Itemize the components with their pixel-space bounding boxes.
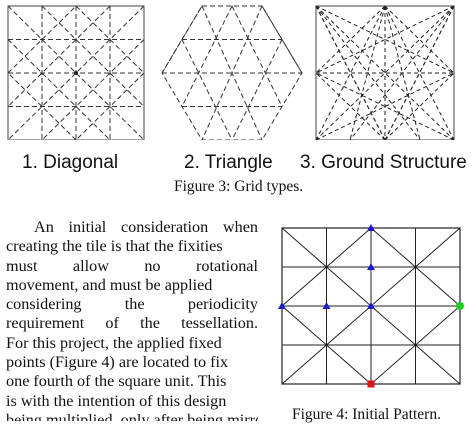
diagonal-grid-panel (7, 5, 145, 140)
body-paragraph: An initial consideration when creating t… (6, 218, 258, 421)
right-fixity-marker (456, 302, 464, 310)
text-line: must allow no rotational (6, 256, 258, 275)
text-line: requirement of the tessellation. (6, 314, 258, 333)
text-line: considering the periodicity (6, 295, 258, 314)
text-line-cut: being multiplied, only after being mirro… (6, 410, 258, 421)
figure3-panels (7, 5, 455, 140)
triangle-label: 2. Triangle (184, 152, 273, 173)
fixity-markers (278, 224, 375, 309)
ground-structure-panel (315, 5, 455, 140)
text-line: creating the tile is that the fixities (6, 237, 223, 256)
bottom-fixity-marker (367, 380, 375, 388)
initial-pattern-figure (278, 224, 464, 388)
ground-structure-label: 3. Ground Structure (300, 152, 467, 173)
text-line: one fourth of the square unit. This (6, 372, 227, 391)
figure4-caption: Figure 4: Initial Pattern. (292, 406, 441, 423)
figure3-caption: Figure 3: Grid types. (174, 178, 304, 195)
text-line: is with the intention of this design (6, 391, 227, 410)
text-line: An initial consideration when (34, 218, 258, 236)
triangle-grid-panel (161, 5, 303, 140)
text-line: points (Figure 4) are located to fix (6, 353, 229, 372)
text-line: For this project, the applied fixed (6, 333, 222, 352)
text-line: movement, and must be applied (6, 275, 213, 294)
diagonal-label: 1. Diagonal (22, 152, 119, 173)
